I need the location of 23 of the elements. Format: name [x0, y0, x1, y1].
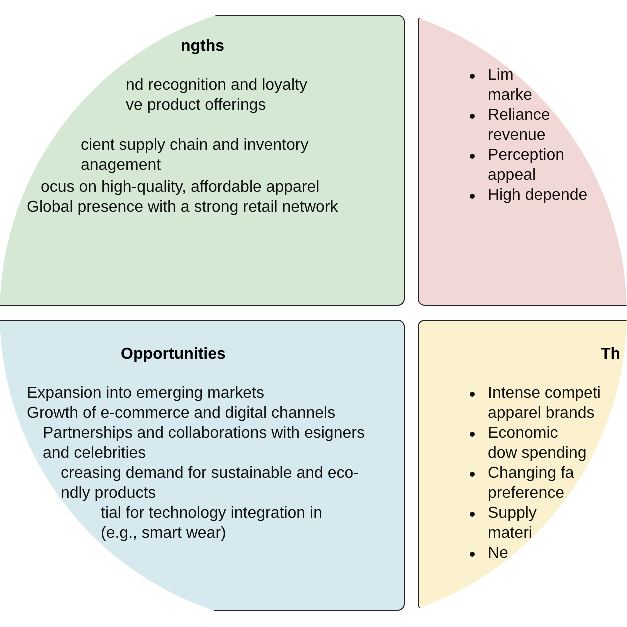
bullet-item: tial for technology integration in (e.g., smart wear) — [101, 504, 324, 544]
bullet-text: Ne — [488, 545, 508, 562]
bullet-item: nd recognition and loyalty — [126, 76, 308, 96]
quadrant-panel — [0, 320, 405, 611]
bullet-item: Growth of e-commerce and digital channels — [27, 404, 337, 424]
bullet-text: High depende — [488, 187, 588, 204]
bullet-text: Supply materi — [488, 505, 537, 542]
panel-heading: Th — [601, 346, 621, 364]
panel-heading: ngths — [181, 38, 225, 56]
bullet-text: Economic dow spending — [488, 425, 587, 462]
bullet-text: Changing fa preference — [488, 465, 574, 502]
quadrant-panel — [0, 15, 405, 306]
bullet-text: Reliance revenue — [488, 107, 550, 144]
bullet-item: Global presence with a strong retail network — [27, 198, 340, 218]
bullet-item: ocus on high-quality, affordable apparel — [41, 178, 321, 198]
bullet-item: cient supply chain and inventory anagement — [81, 136, 310, 176]
panel-heading: Opportunities — [121, 346, 226, 364]
bullet-text: Intense competi apparel brands — [488, 385, 601, 422]
quadrant-panel — [418, 320, 627, 611]
bullet-item: Expansion into emerging markets — [27, 384, 266, 404]
bullet-text: Lim marke — [488, 67, 532, 104]
bullet-text: Perception appeal — [488, 147, 564, 184]
bullet-item: ve product offerings — [126, 96, 268, 116]
